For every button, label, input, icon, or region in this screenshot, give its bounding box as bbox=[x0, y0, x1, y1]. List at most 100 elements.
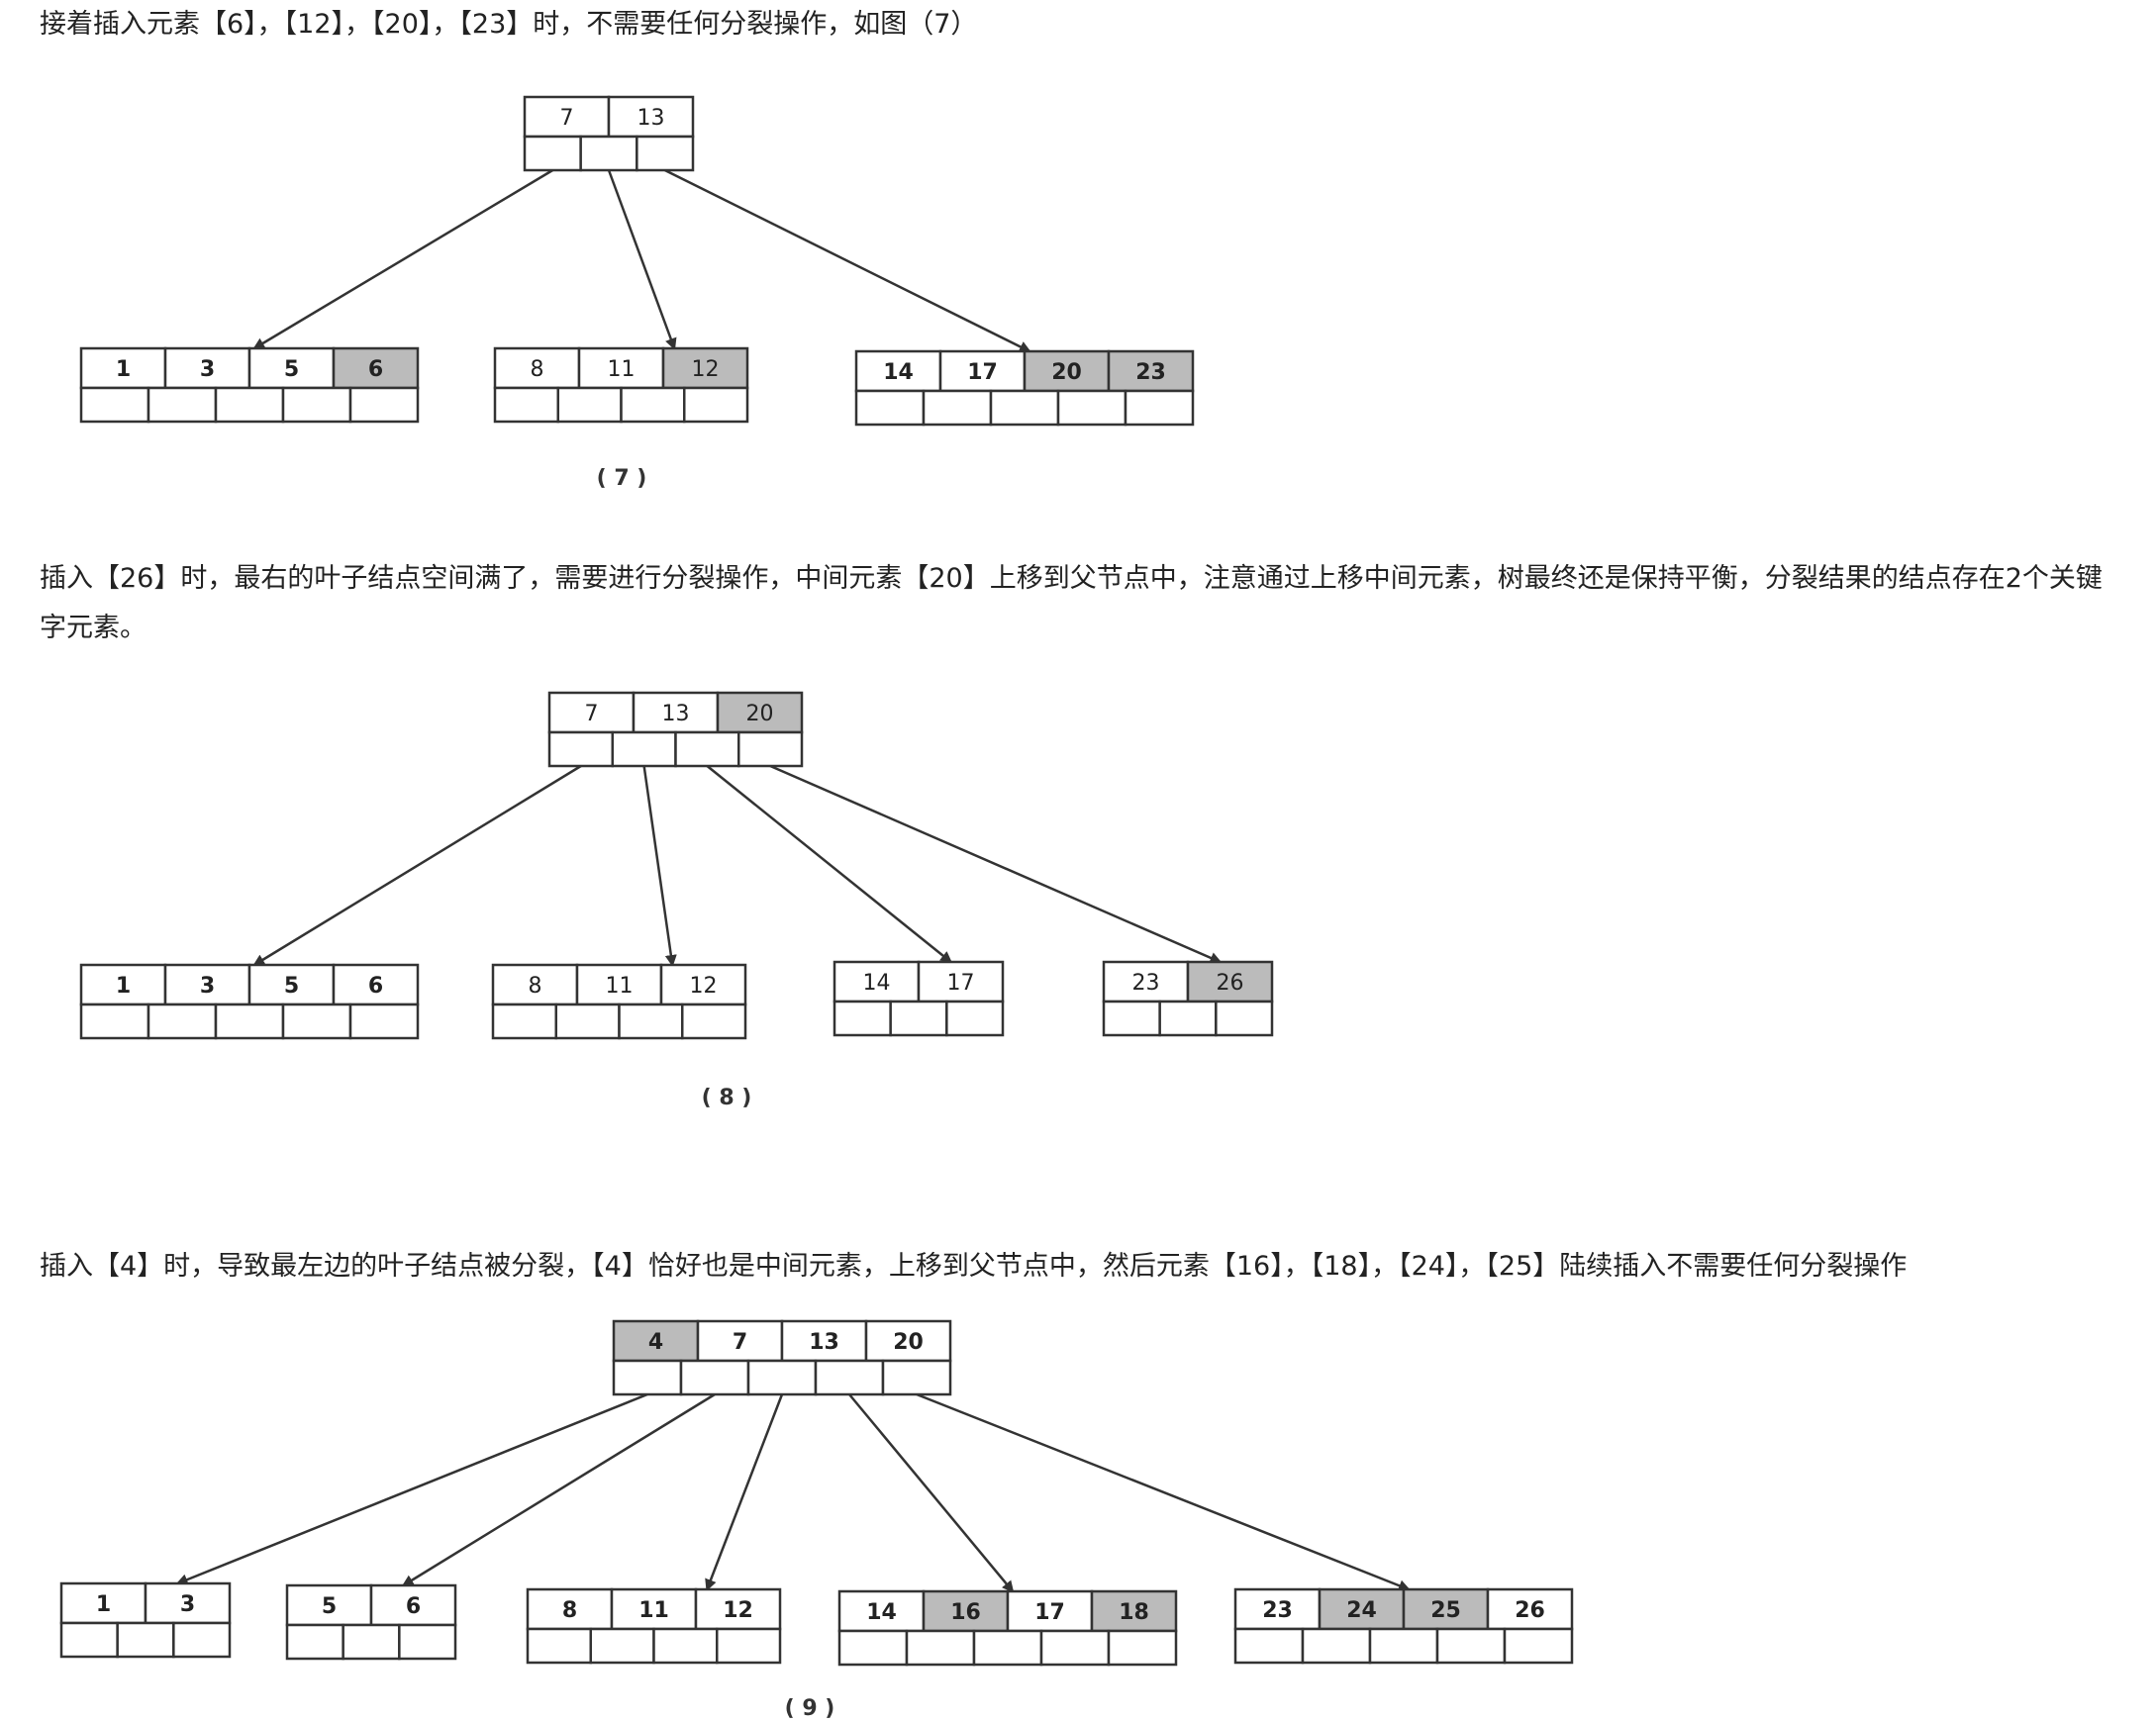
key-label: 14 bbox=[866, 1600, 897, 1625]
pointer-slot bbox=[854, 389, 926, 427]
key-label: 20 bbox=[893, 1330, 924, 1355]
edge-arrow bbox=[252, 168, 553, 350]
key-label: 8 bbox=[562, 1598, 577, 1623]
key-cell bbox=[1186, 960, 1274, 1004]
edge-arrow bbox=[175, 1392, 648, 1585]
key-label: 14 bbox=[883, 360, 914, 385]
key-label: 7 bbox=[585, 702, 599, 726]
key-label: 13 bbox=[637, 106, 665, 131]
pointer-slot bbox=[285, 1623, 344, 1661]
pointer-slot bbox=[945, 1000, 1005, 1037]
pointer-slot bbox=[554, 1003, 621, 1040]
pointer-slot bbox=[398, 1623, 457, 1661]
pointer-slot bbox=[348, 386, 420, 424]
key-cell bbox=[612, 1319, 700, 1363]
pointer-slot bbox=[491, 1003, 557, 1040]
pointer-slot bbox=[214, 1003, 285, 1040]
pointer-slot bbox=[1503, 1627, 1574, 1665]
key-label: 3 bbox=[200, 974, 215, 999]
pointer-slot bbox=[526, 1627, 592, 1665]
pointer-slot bbox=[889, 1000, 948, 1037]
paragraph-fig8-intro: 插入【26】时，最右的叶子结点空间满了，需要进行分裂操作，中间元素【20】上移到… bbox=[40, 563, 2103, 643]
pointer-slot bbox=[1107, 1629, 1178, 1667]
pointer-slot bbox=[493, 386, 559, 424]
key-label: 1 bbox=[116, 357, 131, 382]
pointer-slot bbox=[905, 1629, 976, 1667]
key-label: 17 bbox=[967, 360, 998, 385]
paragraph-fig7-intro: 接着插入元素【6】，【12】，【20】，【23】时，不需要任何分裂操作，如图（7… bbox=[40, 9, 978, 40]
key-cell bbox=[493, 346, 581, 390]
btree-node-f9-leaf5: 23 24 25 26 bbox=[1233, 1587, 1574, 1665]
pointer-slot bbox=[281, 386, 352, 424]
key-label: 11 bbox=[608, 357, 636, 382]
pointer-slot bbox=[1301, 1627, 1372, 1665]
pointer-slot bbox=[172, 1621, 232, 1659]
key-label: 11 bbox=[606, 974, 634, 999]
edge-arrow bbox=[769, 764, 1223, 964]
pointer-slot bbox=[1368, 1627, 1439, 1665]
key-label: 7 bbox=[560, 106, 574, 131]
key-cell bbox=[716, 691, 804, 734]
key-label: 14 bbox=[863, 971, 891, 996]
pointer-slot bbox=[652, 1627, 719, 1665]
key-cell bbox=[79, 963, 167, 1006]
key-label: 12 bbox=[692, 357, 720, 382]
pointer-slot bbox=[737, 730, 804, 768]
pointer-slot bbox=[342, 1623, 401, 1661]
pointer-slot bbox=[556, 386, 623, 424]
pointer-slot bbox=[1102, 1000, 1161, 1037]
pointer-slot bbox=[837, 1629, 909, 1667]
key-cell bbox=[247, 346, 336, 390]
pointer-slot bbox=[547, 730, 614, 768]
pointer-slot bbox=[746, 1359, 818, 1396]
pointer-slot bbox=[972, 1629, 1043, 1667]
key-label: 20 bbox=[1051, 360, 1082, 385]
key-label: 24 bbox=[1346, 1598, 1377, 1623]
pointer-slot bbox=[348, 1003, 420, 1040]
edge-arrow bbox=[642, 765, 677, 967]
key-cell bbox=[833, 960, 921, 1004]
key-cell bbox=[285, 1583, 373, 1627]
key-label: 5 bbox=[284, 357, 299, 382]
key-cell bbox=[144, 1581, 232, 1625]
key-label: 6 bbox=[368, 974, 383, 999]
pointer-slot bbox=[523, 135, 582, 172]
key-label: 26 bbox=[1217, 971, 1244, 996]
pointer-slot bbox=[79, 386, 150, 424]
key-cell bbox=[1102, 960, 1190, 1004]
pointer-slot bbox=[681, 1003, 747, 1040]
pointer-slot bbox=[147, 1003, 218, 1040]
key-label: 8 bbox=[529, 974, 542, 999]
pointer-slot bbox=[674, 730, 740, 768]
pointer-slot bbox=[716, 1627, 782, 1665]
key-label: 18 bbox=[1119, 1600, 1149, 1625]
pointer-slot bbox=[611, 730, 677, 768]
key-label: 23 bbox=[1262, 1598, 1293, 1623]
pointer-slot bbox=[620, 386, 686, 424]
edge-arrow bbox=[848, 1393, 1015, 1593]
key-cell bbox=[1090, 1589, 1178, 1633]
paragraph-fig9-intro: 插入【4】时，导致最左边的叶子结点被分裂，【4】恰好也是中间元素，上移到父节点中… bbox=[40, 1251, 1908, 1282]
key-cell bbox=[332, 963, 420, 1006]
pointer-slot bbox=[214, 386, 285, 424]
key-cell bbox=[547, 691, 636, 734]
pointer-slot bbox=[1056, 389, 1127, 427]
pointer-slot bbox=[589, 1627, 655, 1665]
key-label: 25 bbox=[1430, 1598, 1461, 1623]
pointer-slot bbox=[922, 389, 993, 427]
key-label: 26 bbox=[1515, 1598, 1545, 1623]
key-label: 11 bbox=[638, 1598, 669, 1623]
pointer-slot bbox=[147, 386, 218, 424]
pointer-slot bbox=[814, 1359, 885, 1396]
